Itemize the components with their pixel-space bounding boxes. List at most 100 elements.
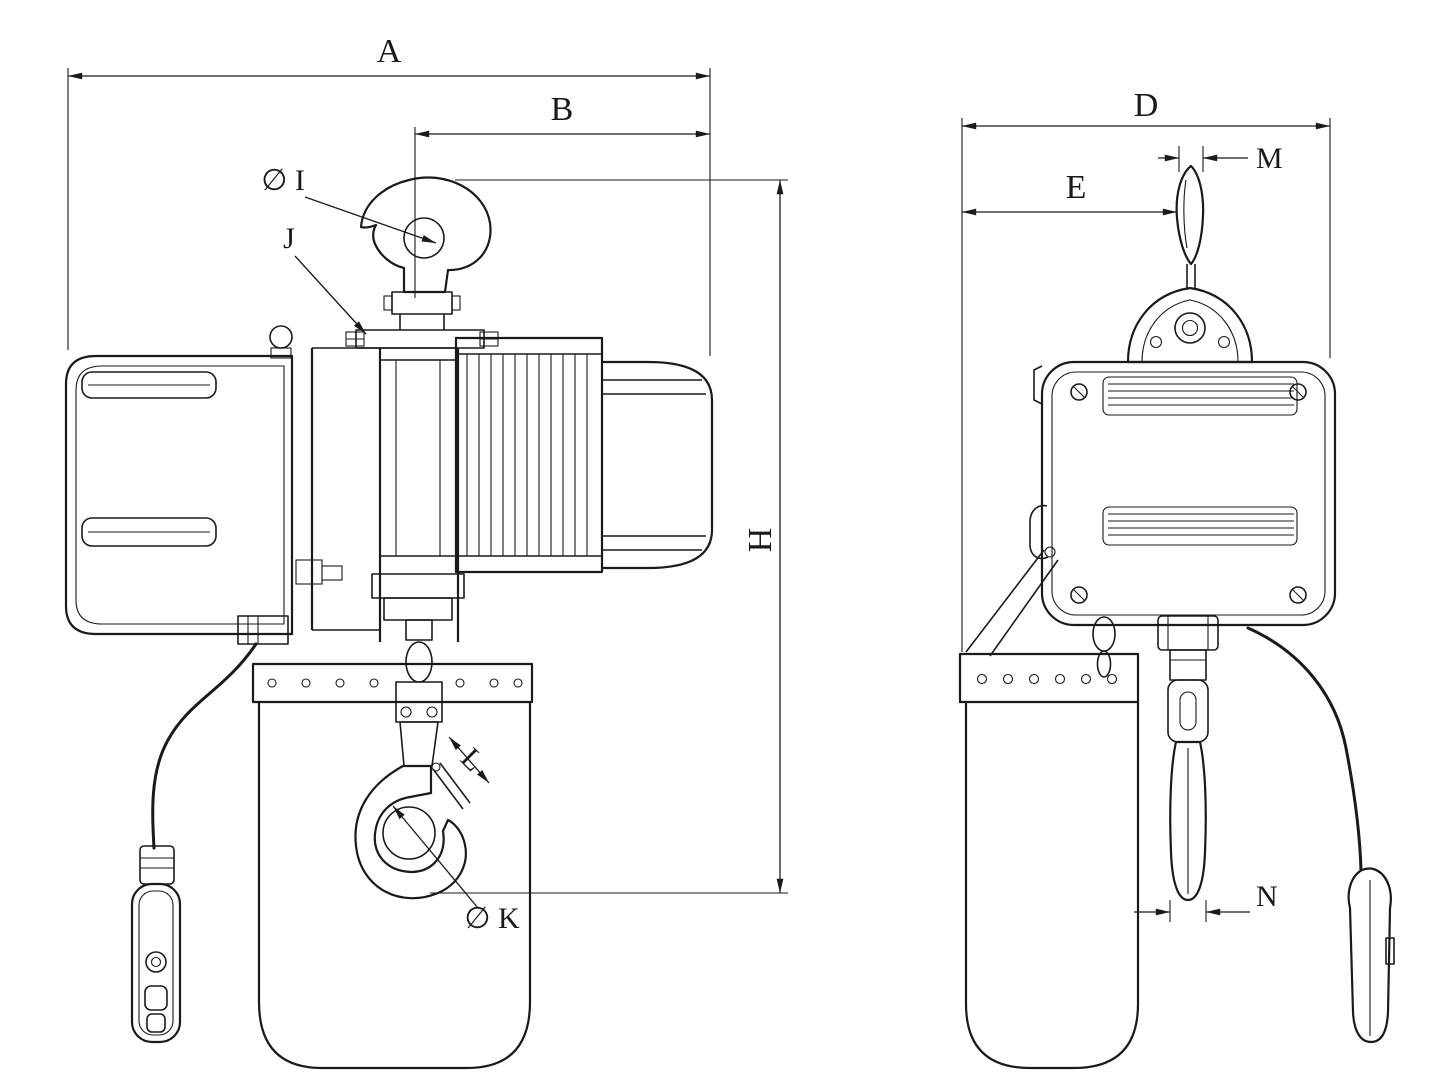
chain-guide-block — [383, 597, 453, 621]
front-view-suspension — [1126, 286, 1254, 364]
dim-label-m: M — [1256, 142, 1283, 175]
vent-slats-bottom — [1108, 513, 1294, 536]
latch-pivot — [431, 762, 441, 772]
container-arm-outer — [965, 549, 1045, 653]
pendant-side-button — [1385, 937, 1395, 965]
dim-label-h: H — [741, 528, 778, 553]
shackle-nut-right — [451, 295, 461, 311]
leader-line-i — [304, 196, 437, 244]
dome-bolt-right — [1217, 335, 1231, 349]
down-button — [146, 1013, 166, 1033]
leader-line-k — [392, 805, 479, 909]
bottom-hook-outline — [354, 764, 467, 900]
emergency-stop-button-inner — [150, 956, 162, 968]
side-view-chain-container — [251, 662, 534, 1070]
dim-label-b: B — [551, 91, 574, 128]
dim-label-j: J — [283, 222, 295, 255]
bottom-hook-eye — [382, 806, 436, 860]
container-body-front — [964, 702, 1140, 1070]
side-view-top-hook — [345, 176, 499, 349]
dim-label-e: E — [1066, 169, 1087, 206]
container-flange-holes — [267, 678, 523, 688]
dim-label-phi-i: ∅ I — [261, 164, 305, 197]
pendant-cable — [151, 642, 258, 850]
side-view-dimensions: A B H ∅ I J ∅ K L — [67, 33, 788, 935]
cooling-fins — [466, 354, 588, 556]
container-body — [257, 702, 532, 1070]
pendant-body-inner — [138, 890, 174, 1036]
side-view-pendant-control — [130, 642, 258, 1044]
hook-shank — [399, 721, 439, 767]
end-guard — [602, 360, 714, 570]
cover-groove-top — [81, 371, 217, 399]
chain-stop-clip — [295, 559, 323, 585]
leader-line-j — [294, 255, 367, 335]
clevis-front — [1167, 679, 1209, 743]
motor-cover — [64, 354, 294, 636]
chain-link-1 — [1092, 616, 1116, 652]
body-side-tab — [1033, 365, 1043, 405]
front-view-top-hook — [1175, 164, 1205, 290]
front-view-pendant — [1246, 626, 1395, 1044]
chain-stop-clip-2 — [321, 565, 343, 581]
container-flange-front — [958, 652, 1140, 704]
swivel-link — [405, 641, 433, 683]
dim-label-l: L — [454, 742, 490, 778]
cable-strain-relief — [139, 845, 175, 885]
clevis-bolt-left — [400, 706, 412, 718]
top-hook-eye — [403, 217, 445, 259]
motor-cover-inner — [75, 365, 285, 625]
suspension-dome-inner — [1141, 299, 1239, 363]
vent-slats-top — [1108, 383, 1294, 406]
container-arm-inner — [989, 559, 1059, 657]
container-flange — [251, 662, 534, 704]
dome-bolt-left — [1149, 335, 1163, 349]
pendant-edge-outline — [1347, 867, 1392, 1044]
body-front-outline — [1040, 360, 1337, 627]
chain-guide-front — [1157, 615, 1219, 651]
arm-pivot-bolt — [1044, 546, 1056, 558]
dim-label-n: N — [1256, 880, 1278, 913]
dim-label-d: D — [1134, 87, 1159, 124]
corner-screws — [1070, 383, 1307, 604]
dim-line-l — [448, 736, 490, 784]
clevis-slot — [1179, 691, 1197, 731]
front-view-chain-and-arm — [965, 546, 1116, 678]
side-view-bottom-hook — [354, 619, 471, 900]
lifting-eye-base — [270, 347, 292, 359]
front-view-chain-container — [958, 652, 1140, 1070]
shackle-nut-left — [383, 295, 393, 311]
dim-label-phi-k: ∅ K — [464, 902, 520, 935]
swivel-nut — [405, 619, 433, 641]
suspension-dome — [1126, 286, 1254, 364]
vent-panel-bottom — [1102, 506, 1298, 546]
hook-shackle-block — [391, 291, 453, 315]
pendant-cable-front — [1246, 626, 1363, 872]
dim-label-a: A — [377, 33, 402, 70]
up-button — [144, 985, 168, 1011]
top-hook-edge-contour — [1183, 179, 1188, 249]
top-hook-edge-outline — [1175, 164, 1205, 266]
front-view: D E M N — [958, 87, 1395, 1070]
cable-gland — [237, 615, 289, 645]
lifting-eye — [269, 325, 293, 349]
chain-guide-plate — [371, 573, 465, 599]
chain-end-stop — [1029, 504, 1049, 560]
pendant-body — [130, 882, 182, 1044]
side-view-body — [64, 325, 714, 645]
fin-block — [454, 336, 604, 574]
emergency-stop-button — [145, 951, 167, 973]
suspension-pin-inner — [1181, 319, 1199, 337]
bottom-hook-edge-outline — [1169, 740, 1207, 902]
side-view: A B H ∅ I J ∅ K L — [64, 33, 788, 1070]
clevis-bolt-right — [426, 706, 438, 718]
swivel-front — [1169, 649, 1207, 681]
safety-latch-2 — [439, 762, 471, 804]
cover-groove-bottom — [81, 517, 217, 547]
front-view-body — [1029, 360, 1337, 627]
suspension-pin — [1174, 312, 1206, 344]
front-view-dimensions: D E M N — [961, 87, 1331, 922]
container-flange-holes-front — [976, 673, 1118, 685]
